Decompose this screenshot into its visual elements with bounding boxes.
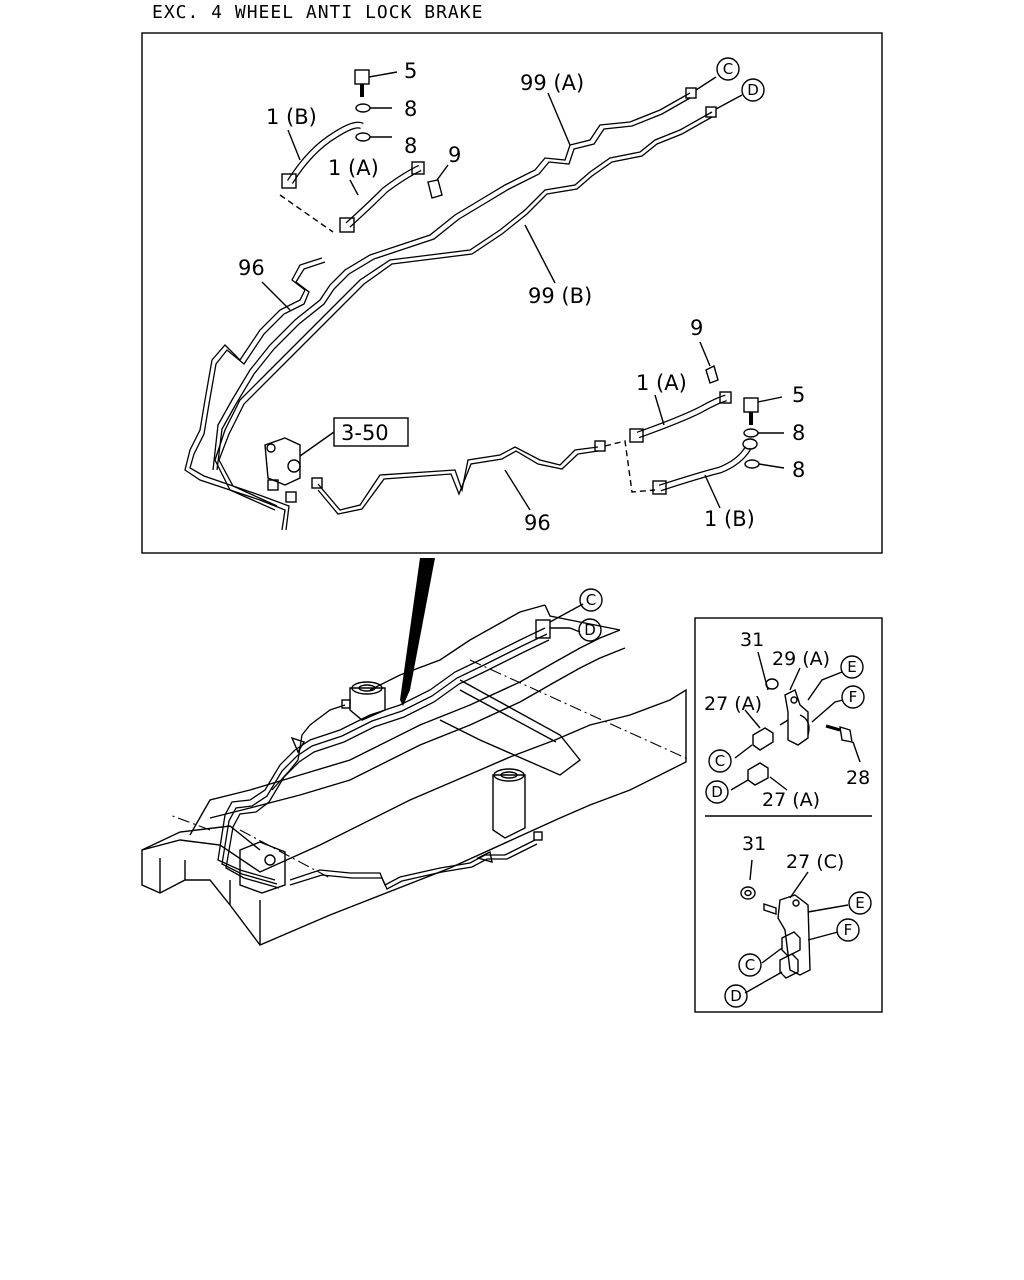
- pipe-96-top: [184, 257, 323, 531]
- callout-99a: 99 (A): [520, 71, 584, 95]
- connector-c-lower: [738, 953, 762, 977]
- bracket-27c-assembly: [740, 859, 849, 994]
- svg-text:E: E: [847, 658, 856, 676]
- callout-8-top-b: 8: [404, 134, 417, 158]
- callout-1a-top: 1 (A): [328, 156, 379, 180]
- nut-31-b: [740, 886, 756, 900]
- svg-text:E: E: [855, 894, 864, 912]
- callout-28: 28: [846, 767, 870, 789]
- callout-5-top: 5: [404, 59, 417, 83]
- svg-text:C: C: [715, 752, 725, 770]
- svg-text:F: F: [844, 921, 853, 939]
- grommet-27a-a: [752, 727, 774, 751]
- bolt-5-right: [743, 397, 759, 413]
- callout-1b-right: 1 (B): [704, 507, 755, 531]
- callout-1b-top: 1 (B): [266, 105, 317, 129]
- washer-8-top-a: [355, 103, 371, 113]
- clip-9-top: [427, 179, 443, 199]
- svg-text:D: D: [730, 987, 742, 1005]
- callout-96-bottom: 96: [524, 511, 551, 535]
- vehicle-frame: [141, 604, 691, 946]
- pipe-99b: [214, 111, 713, 511]
- bolt-28: [839, 726, 853, 743]
- connector-c-upper: [708, 749, 732, 773]
- svg-text:D: D: [584, 621, 596, 639]
- callout-27c: 27 (C): [786, 851, 844, 873]
- pipe-99a: [212, 92, 691, 471]
- ref-box-label: 3-50: [341, 421, 389, 445]
- callout-29a: 29 (A): [772, 648, 830, 670]
- ref-box-3-50: [333, 417, 409, 447]
- svg-text:F: F: [849, 688, 858, 706]
- callout-8-top-a: 8: [404, 97, 417, 121]
- callout-8-right-b: 8: [792, 458, 805, 482]
- callout-27a-b: 27 (A): [762, 789, 820, 811]
- washer-8-top-b: [355, 132, 371, 142]
- connector-e-lower: [848, 891, 872, 915]
- connector-d-upper: [705, 780, 729, 804]
- connector-d-top: [741, 78, 765, 102]
- connector-f-lower: [836, 918, 860, 942]
- callout-8-right-a: 8: [792, 421, 805, 445]
- pipe-96-bottom: [317, 446, 599, 511]
- callout-9-top: 9: [448, 143, 461, 167]
- proportioning-valve: [264, 437, 301, 486]
- connector-d-lower: [724, 984, 748, 1008]
- callout-96-top: 96: [238, 256, 265, 280]
- detail-panel-frame: [694, 617, 883, 1013]
- callout-27a-a: 27 (A): [704, 693, 762, 715]
- connector-c-frame: [579, 588, 603, 612]
- bolt-5-top: [354, 69, 370, 85]
- clamp-29a-assembly: [730, 651, 861, 791]
- callout-1a-right: 1 (A): [636, 371, 687, 395]
- clip-9-right: [705, 364, 719, 384]
- callout-31-a: 31: [740, 629, 764, 651]
- washer-8-right-b: [744, 459, 760, 469]
- callout-31-b: 31: [742, 833, 766, 855]
- svg-text:C: C: [586, 591, 596, 609]
- connector-f-upper: [841, 685, 865, 709]
- svg-text:C: C: [723, 60, 733, 78]
- svg-text:C: C: [745, 956, 755, 974]
- connector-d-frame: [578, 618, 602, 642]
- top-panel-frame: [141, 32, 883, 554]
- svg-text:D: D: [747, 81, 759, 99]
- callout-9-right: 9: [690, 316, 703, 340]
- diagram-title: EXC. 4 WHEEL ANTI LOCK BRAKE: [152, 2, 484, 23]
- chassis-brake-pipes: [217, 619, 551, 894]
- callout-5-right: 5: [792, 383, 805, 407]
- grommet-27a-b: [747, 762, 769, 786]
- connector-e-upper: [840, 655, 864, 679]
- washer-8-right-a: [743, 428, 759, 438]
- callout-pointer: [400, 558, 435, 706]
- callout-99b: 99 (B): [528, 284, 592, 308]
- connector-c-top: [716, 57, 740, 81]
- svg-text:D: D: [711, 783, 723, 801]
